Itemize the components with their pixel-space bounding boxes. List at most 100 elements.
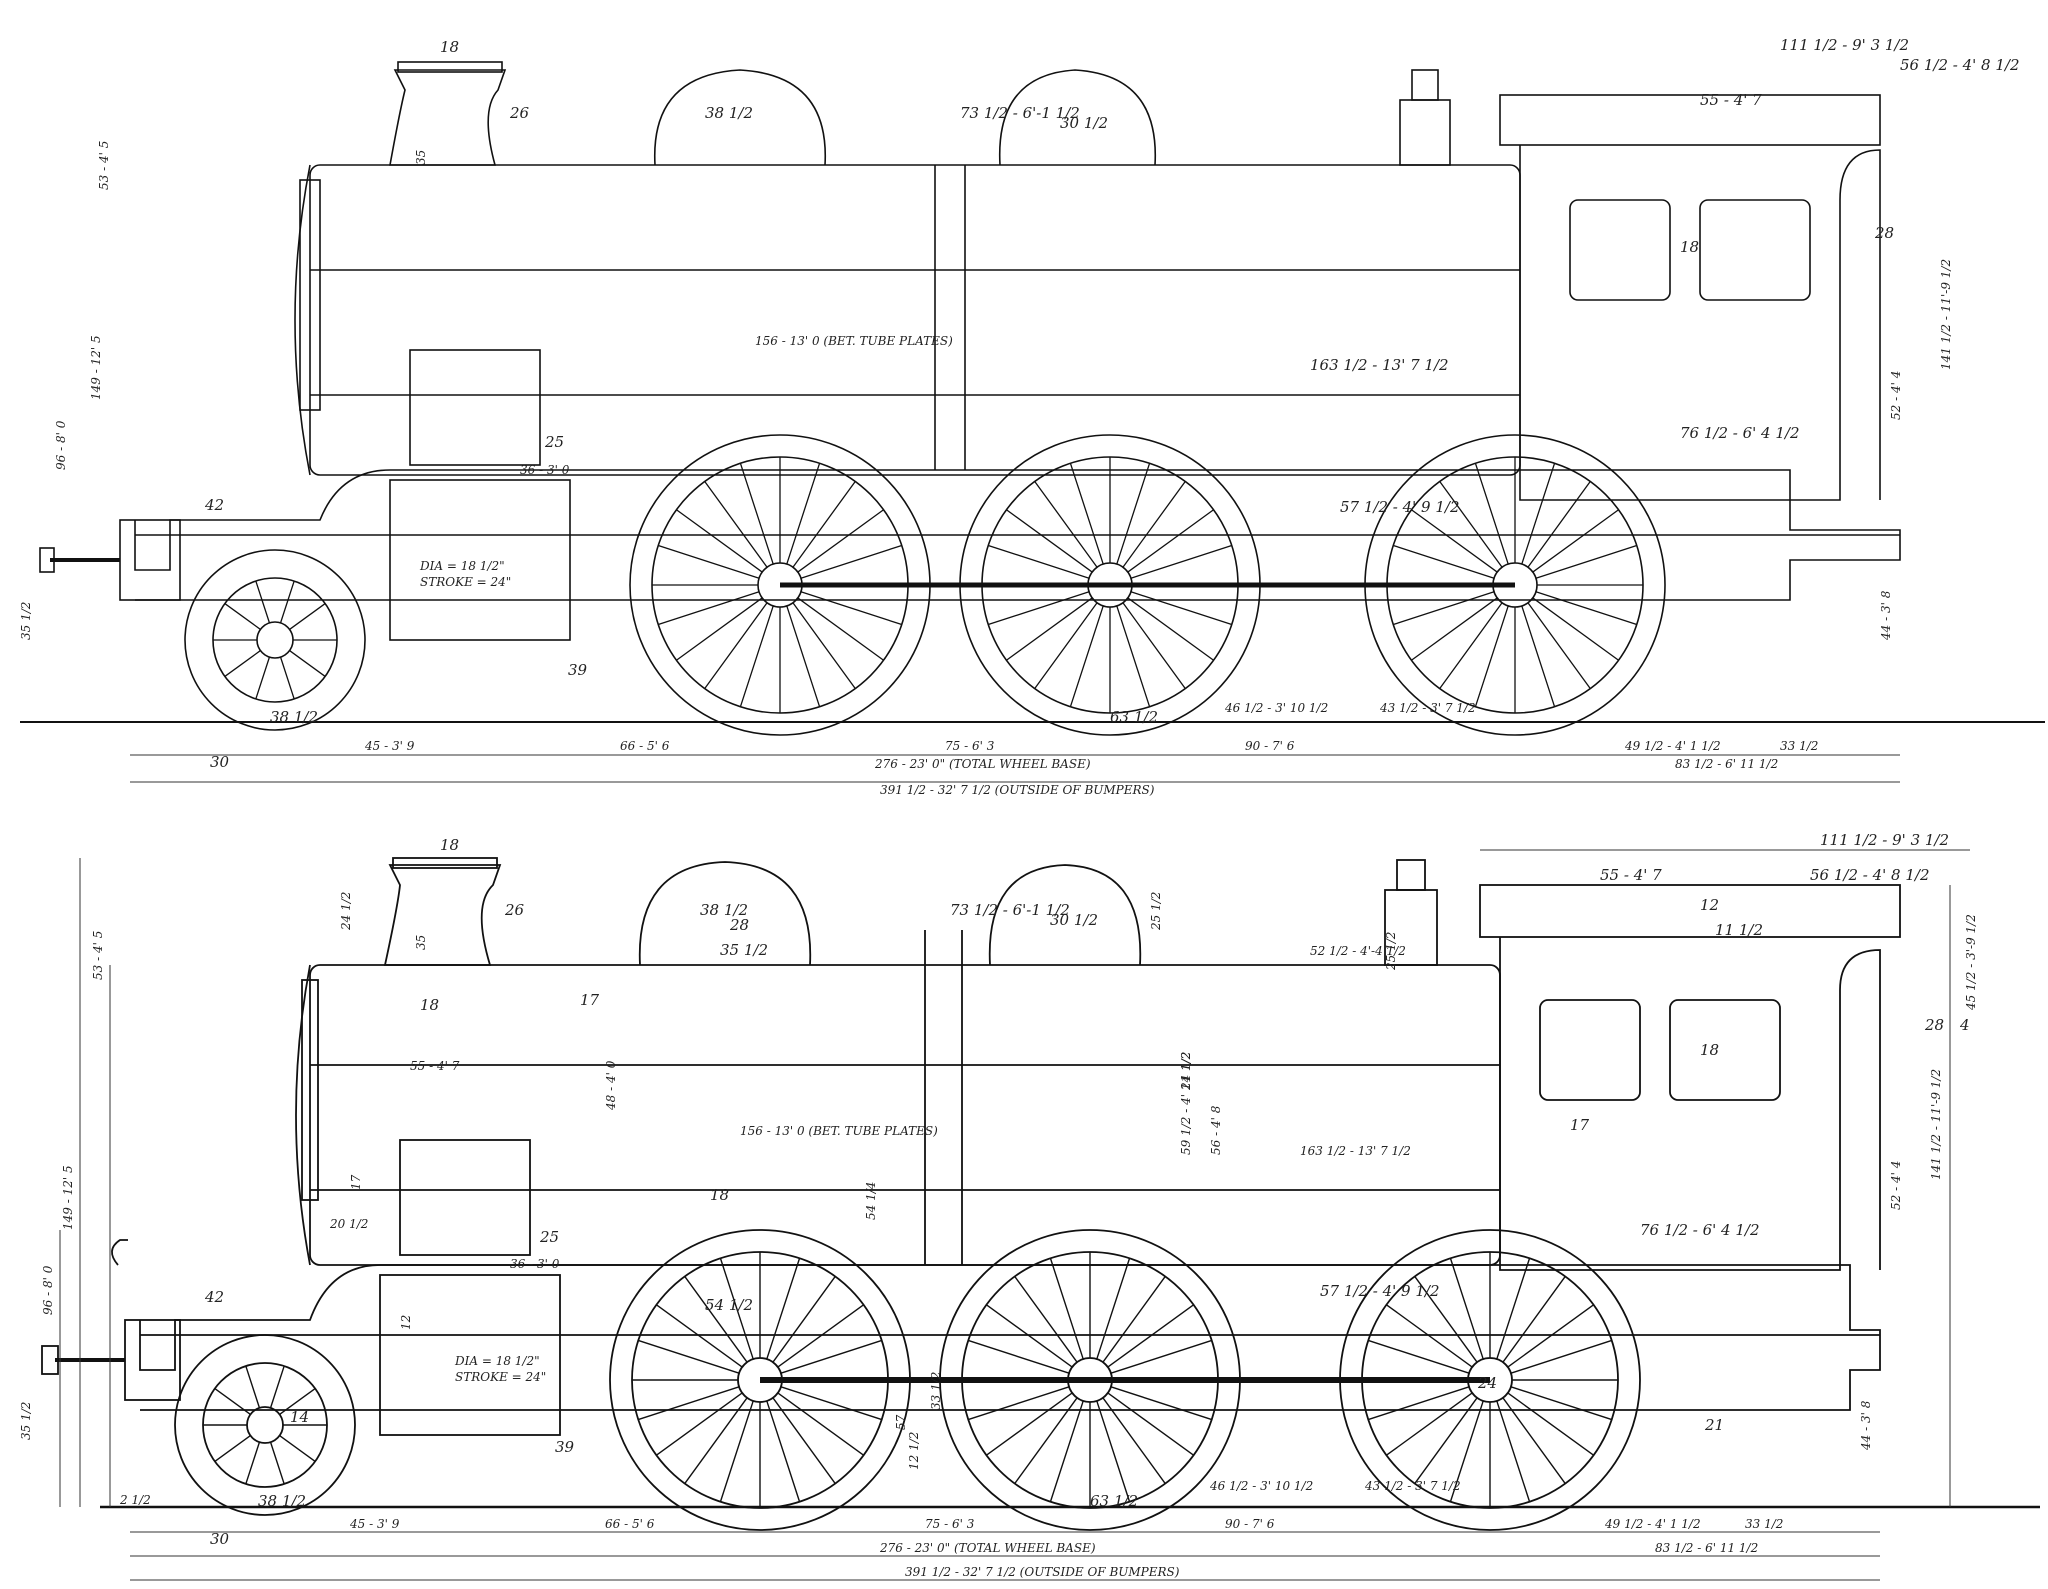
label-wb-75-b: 75 - 6' 3 xyxy=(925,1517,975,1531)
wheel-spoke xyxy=(1535,591,1637,626)
wheel-spoke xyxy=(1532,597,1619,661)
wheel-spoke xyxy=(1096,1400,1131,1502)
wheel-spoke xyxy=(255,656,271,700)
label-drive-j-b: 21 xyxy=(1704,1416,1724,1434)
label-wb-83: 83 1/2 - 6' 11 1/2 xyxy=(1675,757,1778,771)
label-boiler-h-b: 163 1/2 - 13' 7 1/2 xyxy=(1300,1144,1411,1158)
label-cab-l-b: 52 - 4' 4 xyxy=(1889,1161,1903,1210)
label-smokebox-r-b: 24 1/2 xyxy=(339,892,353,931)
wheel-spoke xyxy=(800,591,902,626)
wheel-spoke xyxy=(1107,1304,1194,1368)
label-lead-39: 39 xyxy=(568,661,588,679)
label-drive-c-b: 33 1/2 xyxy=(929,1372,943,1410)
label-wb-75: 75 - 6' 3 xyxy=(945,739,995,753)
wheel-spoke xyxy=(766,1258,801,1360)
wheel-spoke xyxy=(224,603,261,630)
wheel-spoke xyxy=(1449,1400,1484,1502)
wheel-spoke xyxy=(1393,544,1495,579)
label-boiler-f-b: 55 - 4' 7 xyxy=(410,1059,460,1073)
drawing-top-overlay: 18 26 38 1/2 73 1/2 - 6'-1 1/2 30 1/2 55… xyxy=(19,36,2045,797)
label-boiler-h: 163 1/2 - 13' 7 1/2 xyxy=(1310,356,1449,374)
label-drive-f-b: 46 1/2 - 3' 10 1/2 xyxy=(1209,1479,1313,1493)
label-cab-m: 76 1/2 - 6' 4 1/2 xyxy=(1680,424,1800,442)
wheel-spoke xyxy=(719,1258,754,1360)
label-lead-wheel: 38 1/2 xyxy=(270,708,318,726)
label-cab-b: 55 - 4' 7 xyxy=(1700,91,1762,109)
wheel-spoke xyxy=(245,1441,261,1485)
wheel-spoke xyxy=(780,1386,882,1421)
label-height-b: 53 - 4' 5 xyxy=(97,141,111,190)
wheel-spoke xyxy=(1368,1386,1470,1421)
label-boiler-e-b: 59 1/2 - 4' 11 1/2 xyxy=(1179,1052,1193,1155)
label-dome-right: 73 1/2 - 6'-1 1/2 xyxy=(960,104,1080,122)
label-chimney-base-b: 26 xyxy=(504,901,525,919)
label-height-total: 149 - 12' 5 xyxy=(89,335,103,400)
wheel-spoke xyxy=(279,580,295,624)
wheel-spoke xyxy=(658,591,760,626)
wheel-spoke xyxy=(1102,1276,1166,1363)
label-height-total-b: 149 - 12' 5 xyxy=(61,1165,75,1230)
wheel-spoke xyxy=(1096,1258,1131,1360)
wheel-spoke xyxy=(638,1339,740,1374)
label-dome2-b: 30 1/2 xyxy=(1050,911,1098,929)
wheel-spoke xyxy=(1386,1392,1473,1456)
label-tube-plates: 156 - 13' 0 (BET. TUBE PLATES) xyxy=(755,334,953,348)
wheel-spoke xyxy=(289,650,326,677)
wheel-spoke xyxy=(1521,605,1556,707)
wheel-spoke xyxy=(797,509,884,573)
label-cab-h-b: 4 xyxy=(1959,1016,1970,1034)
label-wb-90-b: 90 - 7' 6 xyxy=(1225,1517,1275,1531)
wheel-spoke xyxy=(269,1365,285,1409)
label-cab-f-b: 45 1/2 - 3'-9 1/2 xyxy=(1964,914,1978,1011)
label-side-42-b: 42 xyxy=(204,1288,224,1306)
label-chimney-width: 18 xyxy=(440,38,459,56)
wheel-spoke xyxy=(1368,1339,1470,1374)
wheel-spoke xyxy=(1130,591,1232,626)
label-cyl-stroke-b: STROKE = 24" xyxy=(455,1370,546,1384)
label-cyl-stroke: STROKE = 24" xyxy=(420,575,511,589)
label-wb-total: 276 - 23' 0" (TOTAL WHEEL BASE) xyxy=(874,757,1091,771)
label-height-buffer: 96 - 8' 0 xyxy=(54,420,68,470)
wheel-spoke xyxy=(1122,602,1186,689)
wheel-spoke xyxy=(1414,1397,1478,1484)
wheel-spoke xyxy=(1110,1386,1212,1421)
wheel-spoke xyxy=(766,1400,801,1502)
label-wb-83-b: 83 1/2 - 6' 11 1/2 xyxy=(1655,1541,1758,1555)
wheel-spoke xyxy=(1510,1339,1612,1374)
wheel-spoke xyxy=(792,481,856,568)
drawing-bottom-clean: 18 26 38 1/2 35 1/2 73 1/2 - 6'-1 1/2 30… xyxy=(0,810,2048,1589)
wheel-spoke xyxy=(1502,1397,1566,1484)
wheel-spoke xyxy=(786,463,821,565)
label-cab-c: 56 1/2 - 4' 8 1/2 xyxy=(1900,56,2020,74)
wheel-spoke xyxy=(786,605,821,707)
label-drive-g: 43 1/2 - 3' 7 1/2 xyxy=(1379,701,1476,715)
label-lead-14-b: 14 xyxy=(290,1408,309,1426)
wheel-spoke xyxy=(1069,605,1104,707)
wheel-spoke xyxy=(968,1386,1070,1421)
label-drive-i-b: 44 - 3' 8 xyxy=(1859,1400,1873,1451)
label-wb-30: 30 xyxy=(210,753,230,771)
label-dome2-h-b: 25 1/2 xyxy=(1149,892,1163,931)
label-wb-66-b: 66 - 5' 6 xyxy=(605,1517,655,1531)
label-cab-g-b: 28 xyxy=(1924,1016,1944,1034)
label-wb-45: 45 - 3' 9 xyxy=(364,739,415,753)
wheel-spoke xyxy=(658,544,760,579)
wheel-spoke xyxy=(279,1387,316,1415)
wheel-spoke xyxy=(1439,481,1503,568)
wheel-spoke xyxy=(1449,1258,1484,1360)
wheel-spoke xyxy=(676,597,763,661)
label-chimney-height: 35 xyxy=(414,150,428,165)
label-cyl-12-b: 12 xyxy=(399,1315,413,1330)
wheel-spoke xyxy=(1110,1339,1212,1374)
label-wb-total-b: 276 - 23' 0" (TOTAL WHEEL BASE) xyxy=(879,1541,1096,1555)
label-safety-h-b: 25 1/2 xyxy=(1384,932,1398,971)
label-wb-66: 66 - 5' 6 xyxy=(620,739,670,753)
label-drive-k-b: 54 1/4 xyxy=(864,1182,878,1220)
label-side-36-b: 36 - 3' 0 xyxy=(510,1257,560,1271)
wheel-spoke xyxy=(1006,597,1093,661)
label-cab-c-b: 56 1/2 - 4' 8 1/2 xyxy=(1810,866,1930,884)
wheel-spoke xyxy=(279,1435,316,1463)
label-drive-d: 63 1/2 xyxy=(1110,708,1158,726)
wheel-spoke xyxy=(1439,602,1503,689)
label-wb-49-b: 49 1/2 - 4' 1 1/2 xyxy=(1604,1517,1701,1531)
